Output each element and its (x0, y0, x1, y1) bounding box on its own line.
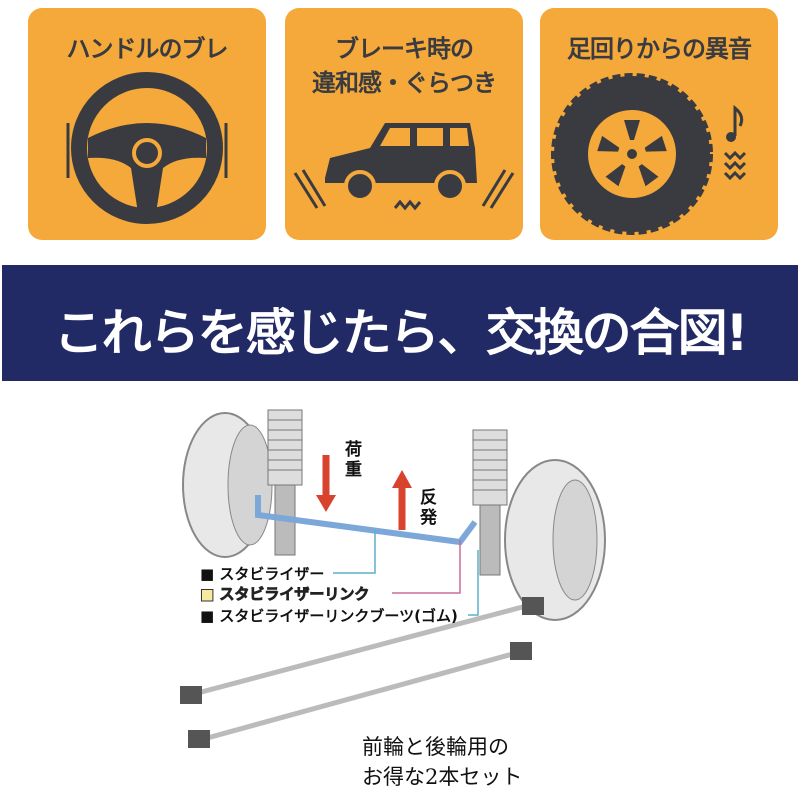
right-strut-spring (472, 429, 508, 506)
car-icon (293, 123, 515, 211)
tire-icon (551, 73, 747, 235)
set-caption: 前輪と後輪用の お得な2本セット (362, 735, 523, 789)
left-strut-spring (267, 409, 303, 486)
steering-wheel-icon (66, 72, 228, 224)
rebound-label: 反発 (420, 488, 437, 528)
symptom-panel-noise: 足回りからの異音 (540, 8, 778, 240)
stabilizer-diagram (180, 409, 606, 748)
legend-stabilizer-link-boot: ■ スタビライザーリンクブーツ(ゴム) (200, 607, 458, 625)
stabilizer-link-front (188, 642, 532, 748)
legend-stabilizer: ■ スタビライザー (200, 565, 325, 583)
panel-title: ハンドルのブレ (66, 35, 229, 63)
panel-title: ブレーキ時の 違和感・ぐらつき (312, 35, 497, 97)
stabilizer-bar (255, 495, 478, 546)
panel-title: 足回りからの異音 (567, 35, 752, 63)
load-label: 荷重 (345, 440, 362, 480)
symptom-panel-brake: ブレーキ時の 違和感・ぐらつき (285, 8, 523, 240)
stabilizer-link-rear (180, 597, 544, 704)
legend-stabilizer-link: ■ スタビライザーリンク (199, 585, 370, 604)
symptom-panel-steering: ハンドルのブレ (28, 8, 266, 240)
banner-text: これらを感じたら、交換の合図! (53, 304, 749, 362)
music-note-icon (733, 104, 744, 136)
replacement-banner: これらを感じたら、交換の合図! (2, 265, 798, 381)
